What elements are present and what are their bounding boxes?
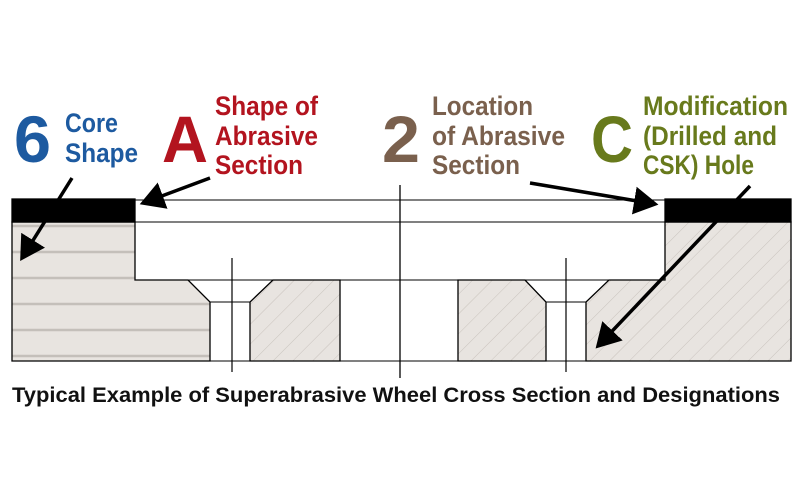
- code-C: C: [591, 102, 633, 176]
- label-line: CSK) Hole: [643, 150, 754, 180]
- designation-abrasive-location: 2 Location of Abrasive Section: [382, 91, 565, 180]
- code-A: A: [162, 102, 208, 176]
- label-line: Abrasive: [215, 121, 318, 151]
- arrow-core-shape: [20, 177, 74, 261]
- left-core-section: [11, 221, 211, 362]
- designation-core-shape: 6 Core Shape: [14, 102, 138, 176]
- label-line: of Abrasive: [432, 121, 565, 151]
- designation-modification: C Modification (Drilled and CSK) Hole: [591, 91, 788, 180]
- right-hub-section: [457, 279, 547, 362]
- arrow-abrasive-location: [529, 181, 659, 215]
- label-line: Section: [215, 150, 303, 180]
- arrow-abrasive-shape: [139, 176, 211, 209]
- diagram-caption: Typical Example of Superabrasive Wheel C…: [12, 384, 780, 407]
- label-line: Section: [432, 150, 520, 180]
- label-line: (Drilled and: [643, 121, 777, 151]
- arrows: [20, 176, 752, 349]
- right-core-section: [585, 221, 792, 362]
- label-line: Shape of: [215, 91, 319, 121]
- code-2: 2: [382, 102, 420, 176]
- label-line: Shape: [65, 138, 138, 168]
- cross-section: [11, 185, 792, 378]
- left-hub-section: [249, 279, 341, 362]
- label-line: Core: [65, 108, 118, 138]
- designation-abrasive-shape: A Shape of Abrasive Section: [162, 91, 319, 180]
- label-line: Modification: [643, 91, 788, 121]
- arrow-modification: [595, 184, 752, 349]
- left-abrasive-section: [11, 198, 136, 223]
- code-6: 6: [14, 102, 51, 176]
- label-line: Location: [432, 91, 533, 121]
